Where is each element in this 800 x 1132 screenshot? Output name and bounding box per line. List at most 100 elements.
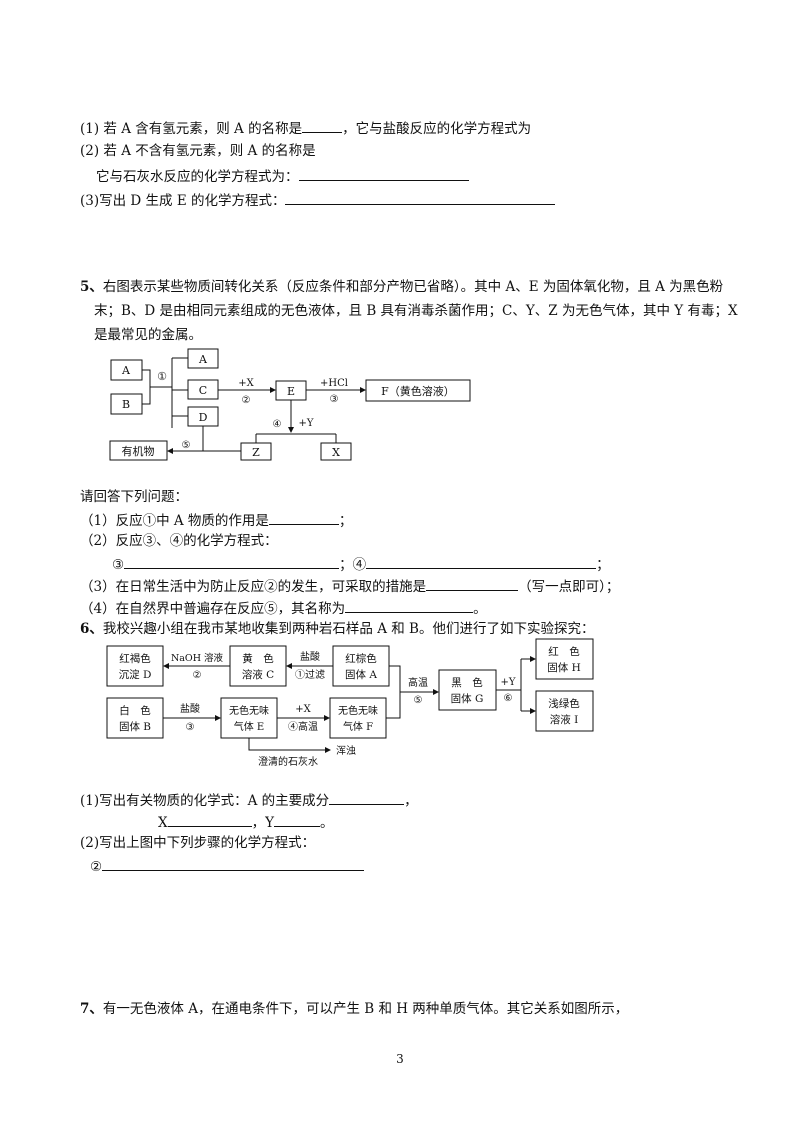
connector <box>171 357 188 428</box>
q5-conversion-diagram: A B ① A C D +X ② E +HCl ③ F（黄色溶液） ④ +Y Z… <box>109 348 471 461</box>
q5-answer-4: （4）在自然界中普遍存在反应⑤，其名称为。 <box>80 598 487 618</box>
question-number: 6、 <box>80 621 103 637</box>
q6-experiment-diagram: 红褐色 沉淀 D NaOH 溶液 ② 黄 色 溶液 C 盐酸 ①过滤 红棕色 固… <box>106 638 594 768</box>
answer-blank[interactable] <box>274 812 321 827</box>
svg-text:沉淀 D: 沉淀 D <box>119 668 152 681</box>
q6-answer-1-xy: X，Y。 <box>158 812 334 832</box>
svg-text:无色无味: 无色无味 <box>229 704 269 717</box>
svg-text:固体 G: 固体 G <box>451 693 484 705</box>
answer-blank[interactable] <box>302 118 343 133</box>
box-d-label: D <box>199 411 208 424</box>
high-temp-label: 高温 <box>408 676 428 689</box>
svg-text:溶液 I: 溶液 I <box>550 713 579 726</box>
plus-y-label: +Y <box>501 677 516 688</box>
reaction-4-label: ④高温 <box>288 720 318 733</box>
q5-text-line1: 5、右图表示某些物质间转化关系（反应条件和部分产物已省略）。其中 A、E 为固体… <box>80 279 724 295</box>
answer-blank[interactable] <box>167 812 252 827</box>
arrow-head <box>167 448 173 454</box>
svg-text:红棕色: 红棕色 <box>345 652 377 665</box>
reaction-3-label: ③ <box>330 394 339 405</box>
reaction-1-label: ① <box>157 370 167 383</box>
box-a-right <box>187 348 219 369</box>
plus-x-label: +X <box>238 378 254 389</box>
answer-blank[interactable] <box>124 554 340 569</box>
arrow-head <box>324 715 330 721</box>
connector <box>255 433 337 443</box>
arrow-head <box>215 715 221 721</box>
arrow-head <box>530 708 536 714</box>
answer-blank[interactable] <box>426 576 519 591</box>
box-i <box>535 690 594 732</box>
svg-text:溶液 C: 溶液 C <box>242 668 274 681</box>
arrow-head <box>360 387 366 393</box>
box-b-label: B <box>122 398 130 411</box>
q4-line2: (2) 若 A 不含有氢元素，则 A 的名称是 <box>80 143 316 159</box>
answer-blank[interactable] <box>298 166 469 181</box>
box-e-label: E <box>287 385 295 398</box>
arrow-head <box>288 427 294 433</box>
box-a-right-label: A <box>198 353 208 366</box>
arrow-head <box>530 656 536 662</box>
svg-text:气体 F: 气体 F <box>343 720 373 733</box>
q4-line3: 它与石灰水反应的化学方程式为： <box>96 166 469 186</box>
reaction-5-label: ⑤ <box>414 695 423 706</box>
svg-text:固体 A: 固体 A <box>345 669 377 681</box>
q5-text-line3: 是最常见的金属。 <box>94 327 202 343</box>
arrow-head <box>325 747 331 753</box>
box-h <box>535 638 594 680</box>
arrow-head <box>270 387 276 393</box>
q4-line4: (3)写出 D 生成 E 的化学方程式： <box>80 190 556 210</box>
svg-text:白 色: 白 色 <box>119 704 151 717</box>
box-x <box>320 442 352 461</box>
connector <box>496 658 533 712</box>
answer-blank[interactable] <box>102 856 365 871</box>
q5-answer-2-equations: ③；④； <box>112 554 610 574</box>
svg-text:固体 B: 固体 B <box>119 721 151 733</box>
reaction-5-label: ⑤ <box>182 440 191 451</box>
q6-text: 6、我校兴趣小组在我市某地收集到两种岩石样品 A 和 B。他们进行了如下实验探究… <box>80 621 595 637</box>
limewater-label: 澄清的石灰水 <box>258 755 318 768</box>
box-x-label: X <box>332 446 340 459</box>
box-c <box>229 645 287 687</box>
answer-blank[interactable] <box>285 190 556 205</box>
q5-answer-2: （2）反应③、④的化学方程式： <box>80 533 278 549</box>
connector <box>142 369 172 405</box>
question-number: 5、 <box>80 279 103 295</box>
q5-answer-1: （1）反应①中 A 物质的作用是； <box>80 510 352 530</box>
q5-prompt: 请回答下列问题： <box>80 489 188 505</box>
naoh-label: NaOH 溶液 <box>171 652 224 664</box>
box-c-label: C <box>199 384 207 397</box>
arrow-head <box>433 689 439 695</box>
q4-line1: (1) 若 A 含有氢元素，则 A 的名称是，它与盐酸反应的化学方程式为 <box>80 118 531 138</box>
answer-blank[interactable] <box>345 598 474 613</box>
reaction-6-label: ⑥ <box>504 693 513 704</box>
turbid-label: 浑浊 <box>336 744 356 757</box>
question-number: 7、 <box>80 1001 103 1017</box>
svg-text:红褐色: 红褐色 <box>119 652 151 665</box>
arrow-head <box>163 663 169 669</box>
q6-answer-2: (2)写出上图中下列步骤的化学方程式： <box>80 835 316 851</box>
answer-blank[interactable] <box>329 790 405 805</box>
box-organic-label: 有机物 <box>122 444 155 458</box>
answer-blank[interactable] <box>268 510 339 525</box>
box-f-label: F（黄色溶液） <box>381 384 455 398</box>
page-number: 3 <box>396 1052 404 1066</box>
box-f <box>365 379 471 402</box>
reaction-2-label: ② <box>193 670 202 681</box>
filter-label: ①过滤 <box>295 668 325 681</box>
svg-text:无色无味: 无色无味 <box>338 704 378 717</box>
q5-answer-3: （3）在日常生活中为防止反应②的发生，可采取的措施是（写一点即可）； <box>80 576 619 596</box>
box-e <box>220 697 278 739</box>
hcl-label: 盐酸 <box>300 650 320 663</box>
answer-blank[interactable] <box>366 554 597 569</box>
svg-text:固体 H: 固体 H <box>547 662 581 674</box>
box-a-left-label: A <box>121 364 131 377</box>
plus-x-label: +X <box>295 704 311 715</box>
box-z-label: Z <box>252 446 260 459</box>
q6-answer-2-equation: ② <box>90 856 365 876</box>
box-organic <box>109 440 168 461</box>
svg-text:红 色: 红 色 <box>548 645 580 658</box>
arrow-head <box>286 663 292 669</box>
svg-text:浅绿色: 浅绿色 <box>548 697 580 710</box>
box-d <box>106 645 164 687</box>
